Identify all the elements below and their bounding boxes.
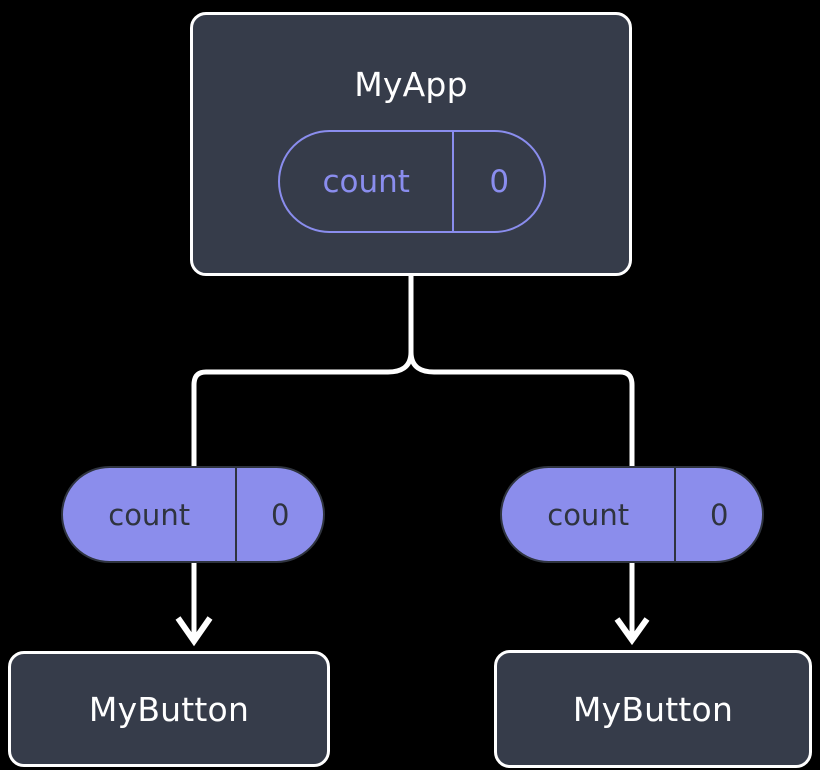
state-pill-branch-left[interactable]: count 0	[61, 466, 325, 563]
widget-label-mybutton: MyButton	[88, 690, 250, 729]
state-pill-branch-right[interactable]: count 0	[500, 466, 764, 563]
wire-fork-left	[191, 351, 414, 466]
state-pill-value: 0	[452, 132, 544, 231]
arrow-head-left-icon	[175, 616, 213, 647]
state-pill-value: 0	[674, 468, 762, 561]
state-pill-myapp[interactable]: count 0	[278, 130, 546, 233]
state-pill-key: count	[322, 163, 410, 200]
state-pill-value: 0	[235, 468, 323, 561]
widget-box-mybutton-right[interactable]: MyButton	[494, 650, 812, 768]
widget-box-mybutton-left[interactable]: MyButton	[8, 651, 330, 767]
arrow-head-right-icon	[614, 617, 650, 646]
widget-label-myapp: MyApp	[354, 65, 468, 104]
state-pill-key: count	[108, 497, 191, 532]
widget-label-mybutton: MyButton	[572, 690, 734, 729]
wire-fork-right	[408, 351, 635, 466]
state-pill-key: count	[547, 497, 630, 532]
